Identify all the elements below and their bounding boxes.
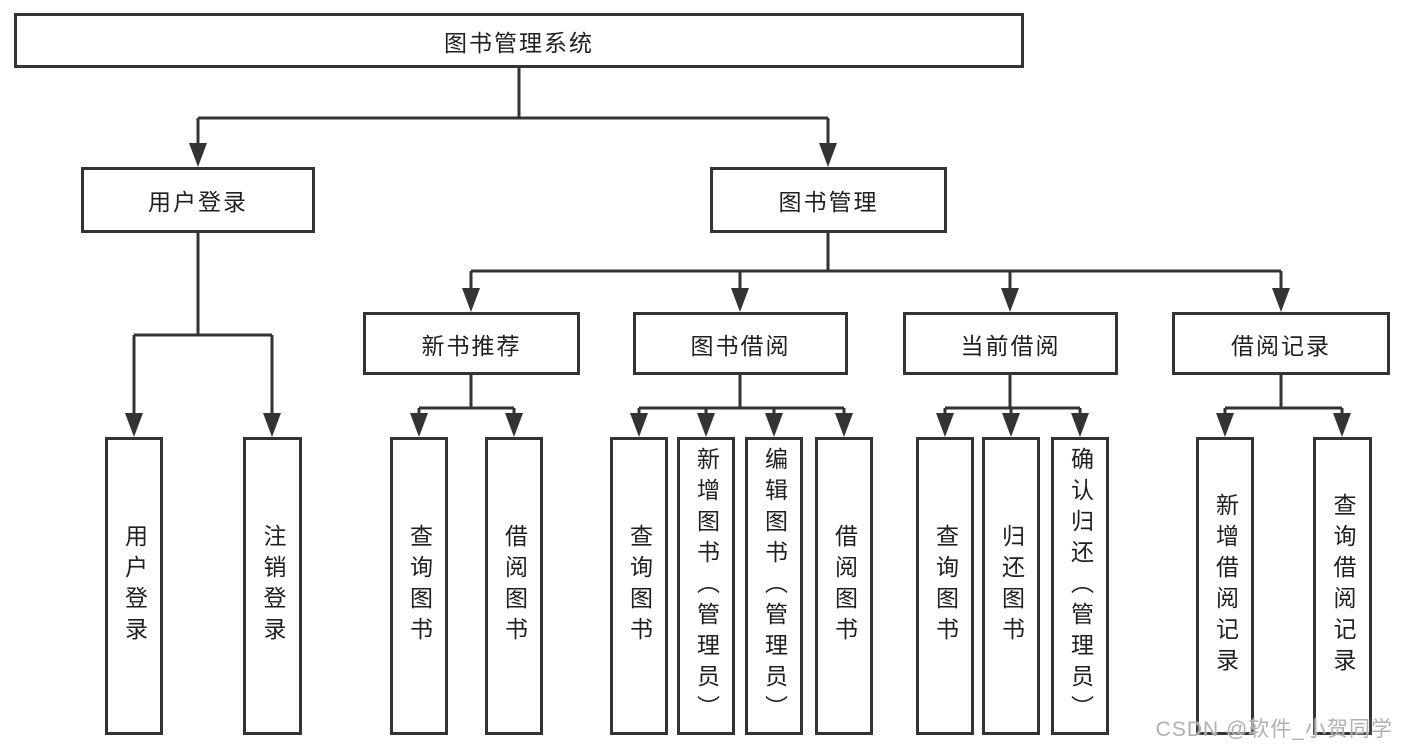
leaf-confirm-return-admin: 确认归还（管理员） xyxy=(1051,437,1109,735)
node-new-book-recommend: 新书推荐 xyxy=(363,312,580,375)
leaf-borrow-books-recommend: 借阅图书 xyxy=(485,437,543,735)
leaf-query-borrow-record: 查询借阅记录 xyxy=(1313,437,1372,735)
leaf-query-books-current: 查询图书 xyxy=(916,437,974,735)
leaf-edit-books-admin: 编辑图书（管理员） xyxy=(745,437,803,735)
node-book-management: 图书管理 xyxy=(710,167,947,233)
leaf-user-login: 用户登录 xyxy=(105,437,163,735)
node-user-login: 用户登录 xyxy=(81,167,315,233)
node-library-management-system: 图书管理系统 xyxy=(14,13,1024,68)
leaf-return-books: 归还图书 xyxy=(982,437,1040,735)
node-current-borrowing: 当前借阅 xyxy=(903,312,1118,375)
leaf-query-books-borrowing: 查询图书 xyxy=(610,437,668,735)
leaf-borrow-books-borrowing: 借阅图书 xyxy=(815,437,873,735)
leaf-query-books-recommend: 查询图书 xyxy=(390,437,448,735)
node-book-borrowing: 图书借阅 xyxy=(633,312,848,375)
node-borrow-records: 借阅记录 xyxy=(1172,312,1390,375)
leaf-add-borrow-record: 新增借阅记录 xyxy=(1196,437,1254,735)
watermark: CSDN @软件_小贺同学 xyxy=(1155,718,1393,741)
leaf-add-books-admin: 新增图书（管理员） xyxy=(677,437,735,735)
leaf-logout: 注销登录 xyxy=(243,437,302,735)
arrowheads xyxy=(125,143,1351,437)
